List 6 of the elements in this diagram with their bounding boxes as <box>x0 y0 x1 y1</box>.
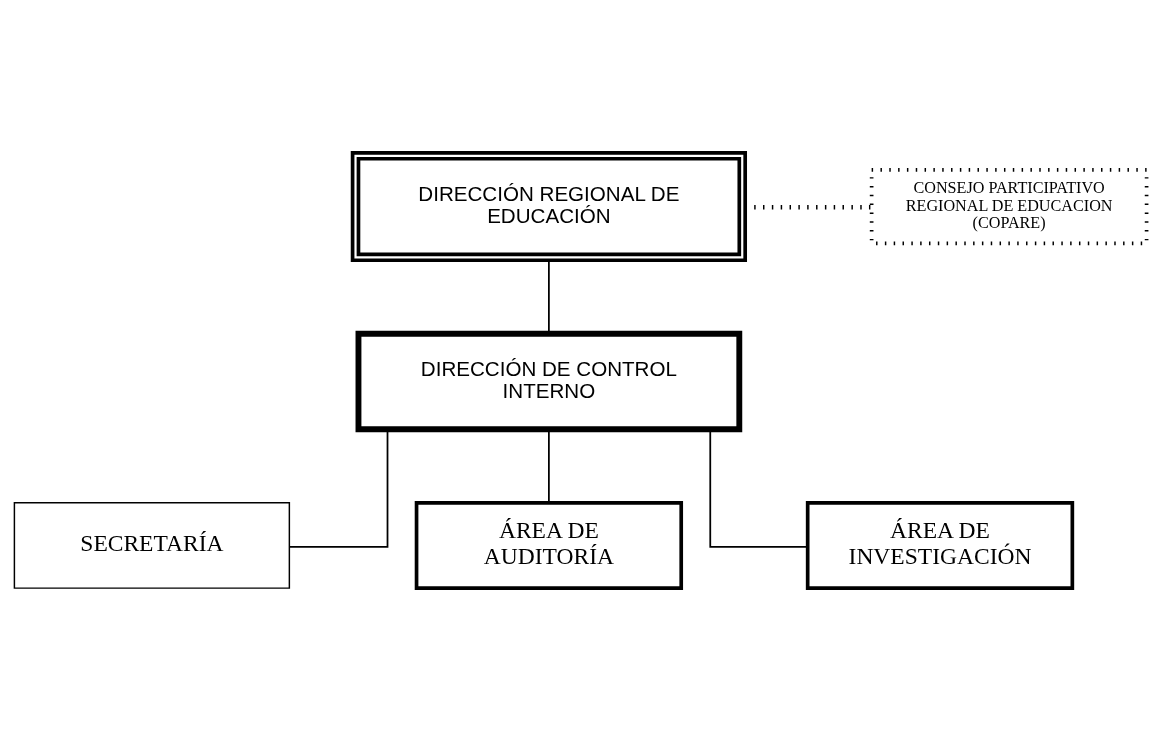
node-box: DIRECCIÓN REGIONAL DE EDUCACIÓN <box>350 151 747 263</box>
node-box: CONSEJO PARTICIPATIVO REGIONAL DE EDUCACION (COPARE) <box>869 167 1149 246</box>
node-box: ÁREA DE AUDITORÍA <box>414 501 684 590</box>
node-box: SECRETARÍA <box>13 502 291 589</box>
node-box: DIRECCIÓN DE CONTROL INTERNO <box>355 330 743 433</box>
node-box: ÁREA DE INVESTIGACIÓN <box>805 501 1075 590</box>
